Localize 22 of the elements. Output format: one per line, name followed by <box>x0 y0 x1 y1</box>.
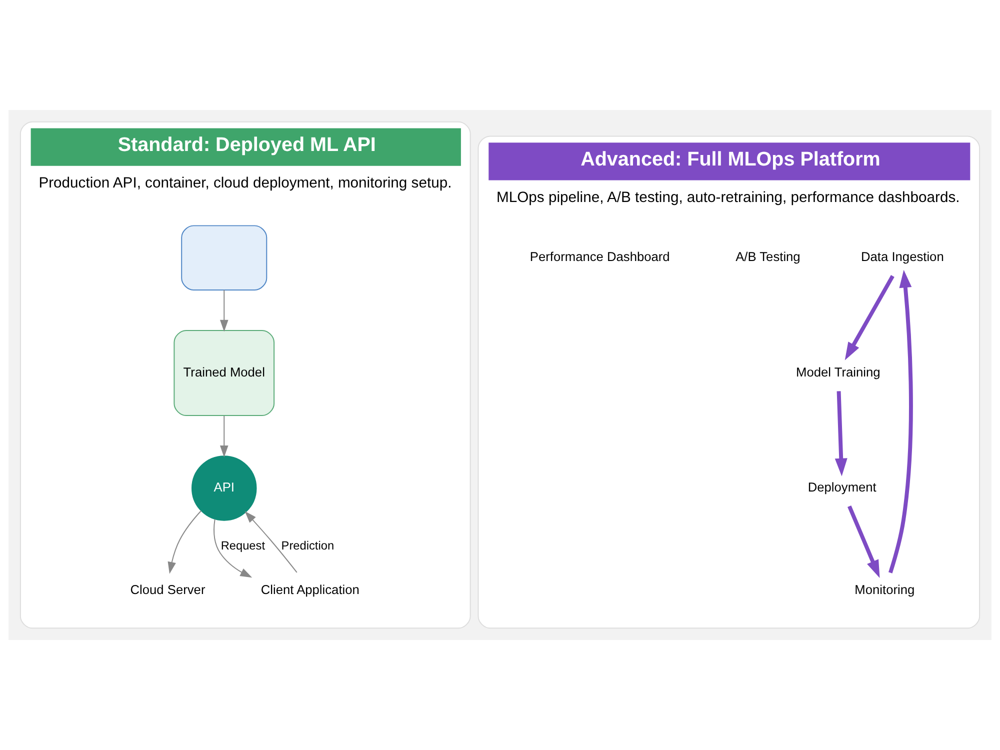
arrow <box>220 415 228 458</box>
node-box <box>181 225 268 290</box>
node-text: Performance Dashboard <box>530 249 670 264</box>
arrow <box>888 270 913 574</box>
arrow <box>244 511 298 573</box>
node-text: Monitoring <box>854 582 915 597</box>
node-text: Client Application <box>260 582 360 597</box>
node-text: Data Ingestion <box>861 249 944 264</box>
edge-label: Prediction <box>281 538 334 553</box>
node-text: Cloud Server <box>130 582 206 597</box>
edge-label: Request <box>220 538 265 553</box>
arrow <box>220 290 228 332</box>
node-text: A/B Testing <box>736 249 800 264</box>
arrow <box>834 391 848 476</box>
node-text: Deployment <box>808 480 876 495</box>
node-text: Model Training <box>796 364 880 380</box>
arrow <box>214 518 252 578</box>
node-box: Trained Model <box>174 330 275 416</box>
arrow <box>168 510 202 574</box>
node-circle: API <box>192 456 257 521</box>
arrow <box>848 505 880 578</box>
arrow <box>844 275 894 360</box>
